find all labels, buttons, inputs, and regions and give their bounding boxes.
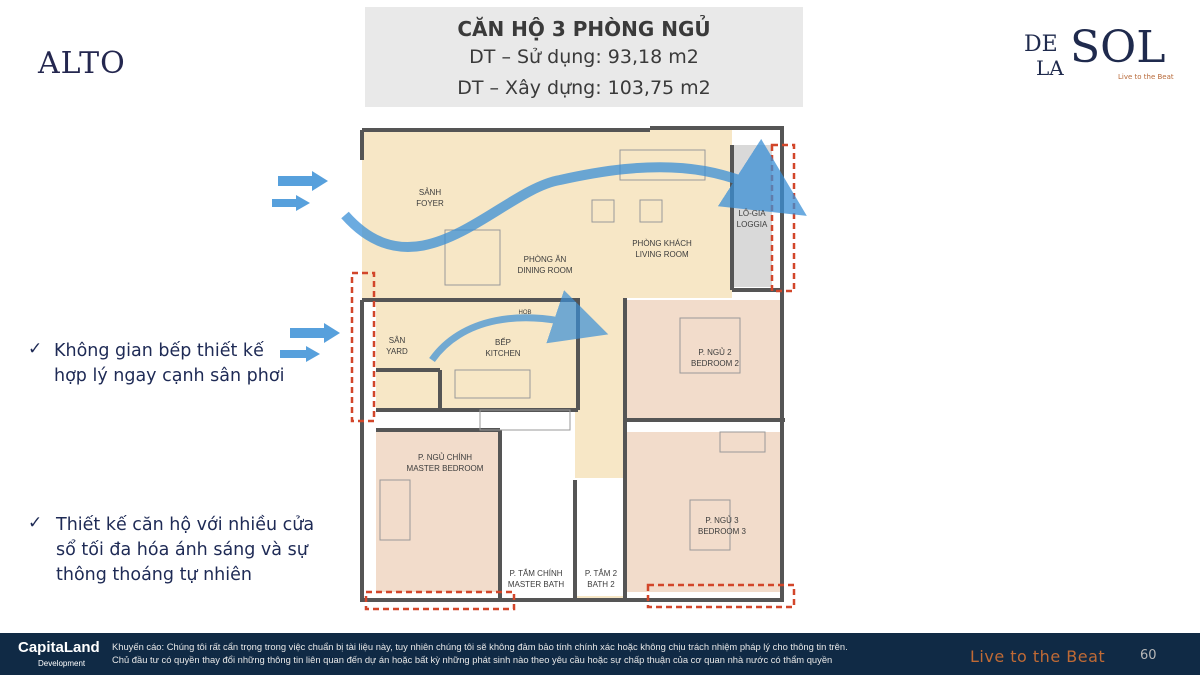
delasol-de: DE — [1024, 32, 1058, 57]
footer-tagline: Live to the Beat — [970, 647, 1106, 666]
delasol-la: LA — [1036, 56, 1064, 80]
floor-plan: SẢNH FOYER PHÒNG ĂN DINING ROOM PHÒNG KH… — [272, 126, 807, 611]
bullet-2-line-2: sổ tối đa hóa ánh sáng và sự — [56, 540, 308, 560]
living-dining-area — [362, 130, 732, 298]
bullet-2-line-3: thông thoáng tự nhiên — [56, 565, 252, 585]
window-highlights — [350, 143, 796, 611]
airflow-arrows — [272, 171, 340, 362]
label-mbath-vi: P. TẮM CHÍNH — [509, 569, 562, 578]
label-master-vi: P. NGỦ CHÍNH — [418, 453, 472, 462]
delasol-logo: DE LA SOL Live to the Beat — [1022, 22, 1182, 90]
bullet-2-line-1: Thiết kế căn hộ với nhiều cửa — [56, 515, 315, 535]
label-hob: HOB — [518, 310, 531, 316]
delasol-sol: SOL — [1070, 22, 1166, 73]
label-dining-vi: PHÒNG ĂN — [524, 255, 567, 264]
alto-logo: ALTO — [38, 46, 138, 86]
bedroom-3-area — [626, 432, 782, 592]
label-yard-en: YARD — [386, 347, 408, 356]
label-yard-vi: SÂN — [389, 336, 406, 345]
page-title: CĂN HỘ 3 PHÒNG NGỦ — [457, 17, 711, 41]
label-dining-en: DINING ROOM — [517, 266, 572, 275]
disclaimer: Khuyến cáo: Chúng tôi rất cẩn trọng tron… — [112, 640, 952, 666]
built-area: DT – Xây dựng: 103,75 m2 — [457, 77, 711, 99]
label-loggia-en: LOGGIA — [737, 220, 768, 229]
master-bedroom-area — [376, 432, 498, 592]
capitaland-logo: CapitaLand — [18, 639, 100, 656]
label-living-vi: PHÒNG KHÁCH — [632, 239, 692, 248]
bedroom-2-area — [626, 300, 782, 420]
label-bedroom3-en: BEDROOM 3 — [698, 527, 747, 536]
label-mbath-en: MASTER BATH — [508, 580, 565, 589]
label-bath2-en: BATH 2 — [587, 580, 615, 589]
delasol-tagline: Live to the Beat — [1118, 73, 1174, 81]
title-box: CĂN HỘ 3 PHÒNG NGỦ DT – Sử dụng: 93,18 m… — [365, 7, 803, 107]
label-foyer-en: FOYER — [416, 199, 444, 208]
label-bath2-vi: P. TẮM 2 — [585, 569, 618, 578]
label-loggia-vi: LÔ-GIA — [738, 209, 766, 218]
walls — [360, 126, 785, 602]
bullet-1-line-1: Không gian bếp thiết kế — [54, 341, 264, 361]
disclaimer-line-2: Chủ đầu tư có quyền thay đổi những thông… — [112, 654, 833, 665]
disclaimer-line-1: Khuyến cáo: Chúng tôi rất cẩn trọng tron… — [112, 641, 848, 652]
check-icon: ✓ — [28, 513, 43, 532]
footer-bar — [0, 633, 1200, 675]
page-number: 60 — [1140, 648, 1157, 663]
label-foyer-vi: SẢNH — [419, 188, 441, 197]
usable-area: DT – Sử dụng: 93,18 m2 — [469, 46, 699, 68]
label-master-en: MASTER BEDROOM — [407, 464, 484, 473]
label-bedroom3-vi: P. NGỦ 3 — [705, 516, 739, 525]
label-bedroom2-vi: P. NGỦ 2 — [698, 348, 732, 357]
bullet-1-line-2: hợp lý ngay cạnh sân phơi — [54, 366, 285, 386]
label-bedroom2-en: BEDROOM 2 — [691, 359, 740, 368]
bathrooms-area — [500, 478, 625, 596]
label-living-en: LIVING ROOM — [635, 250, 689, 259]
label-kitchen-en: KITCHEN — [485, 349, 520, 358]
label-kitchen-vi: BẾP — [495, 337, 511, 347]
alto-logo-text: ALTO — [38, 46, 126, 81]
check-icon: ✓ — [28, 339, 43, 358]
capitaland-sub: Development — [38, 659, 86, 668]
